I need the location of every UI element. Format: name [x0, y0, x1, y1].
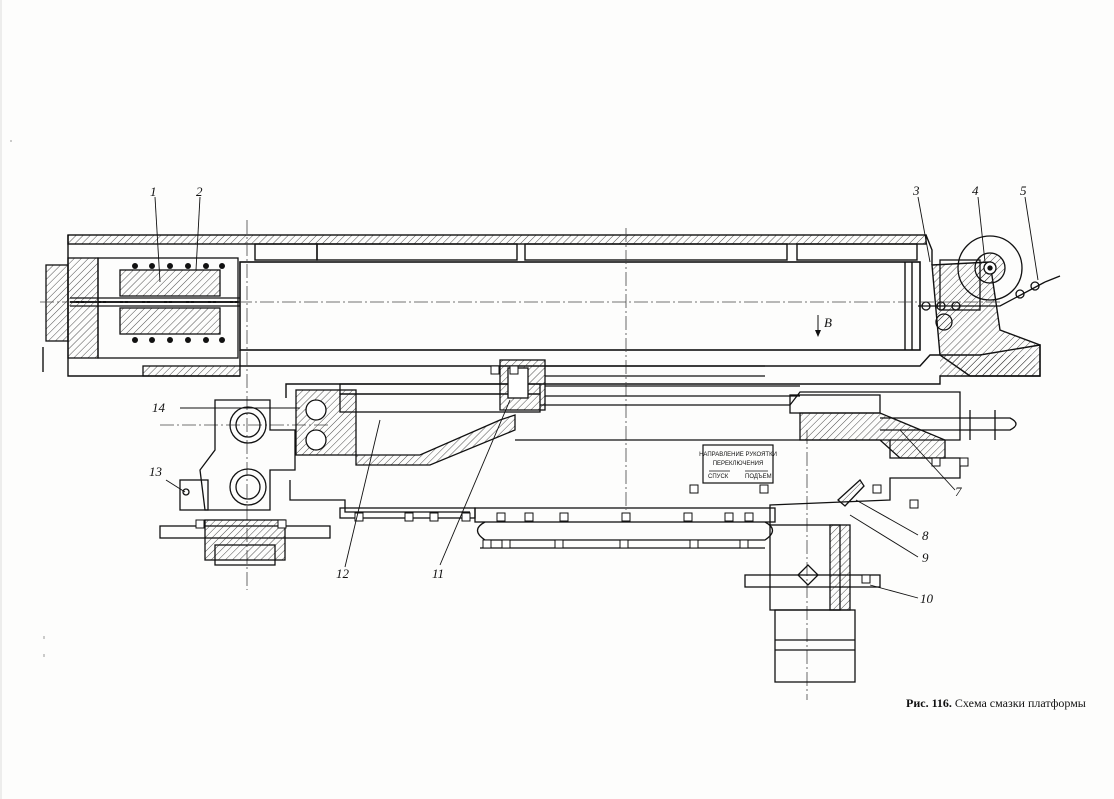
left-end-cap — [45, 257, 241, 377]
callout-1: 1 — [150, 184, 157, 199]
view-marker-label: B — [824, 315, 832, 330]
nameplate-line-1: НАПРАВЛЕНИЕ РУКОЯТКИ — [699, 452, 777, 458]
spring-coils — [132, 263, 225, 343]
callout-12: 12 — [336, 566, 350, 581]
callout-11: 11 — [432, 566, 444, 581]
caption-text: Схема смазки платформы — [954, 696, 1086, 710]
margin-marks — [0, 0, 45, 799]
leader-lines — [154, 196, 1039, 599]
callout-5: 5 — [1020, 183, 1027, 198]
callout-8: 8 — [922, 528, 929, 543]
callout-13: 13 — [149, 464, 163, 479]
callout-labels: 1 2 3 4 5 7 8 9 10 11 12 13 14 — [149, 183, 1027, 606]
nameplate-right: ПОДЪЕМ — [745, 474, 772, 480]
figure-caption: Рис. 116. Схема смазки платформы — [906, 696, 1086, 711]
callout-9: 9 — [922, 550, 929, 565]
callout-3: 3 — [912, 183, 920, 198]
nameplate-line-2: ПЕРЕКЛЮЧЕНИЯ — [713, 461, 764, 467]
nameplate: НАПРАВЛЕНИЕ РУКОЯТКИ ПЕРЕКЛЮЧЕНИЯ СПУСК … — [699, 452, 777, 480]
callout-2: 2 — [196, 184, 203, 199]
caption-prefix: Рис. 116. — [906, 696, 952, 710]
callout-14: 14 — [152, 400, 166, 415]
callout-10: 10 — [920, 591, 934, 606]
bolt-row — [195, 365, 969, 584]
nameplate-left: СПУСК — [708, 474, 729, 480]
callout-7: 7 — [955, 484, 962, 499]
view-marker-b: B — [815, 315, 832, 337]
callout-4: 4 — [972, 183, 979, 198]
